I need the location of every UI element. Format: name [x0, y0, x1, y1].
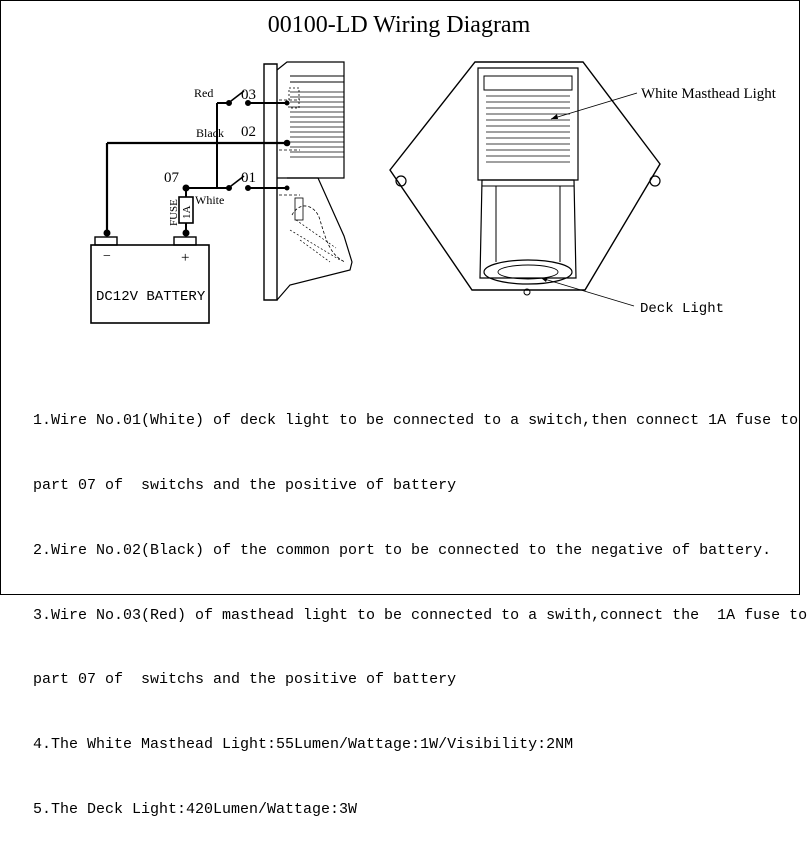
terminal-03: [284, 100, 290, 106]
diagram-page: [0, 0, 800, 595]
switch-03-blade: [230, 90, 245, 102]
fuse-rating-label: 1A: [181, 206, 193, 220]
wiring-diagram: Red 03 Black 02 07 01 White FUSE 1A − + …: [90, 61, 777, 324]
wire-01-label: 01: [241, 170, 256, 186]
switch-terminal-01a: [226, 185, 232, 191]
masthead-front-ribs: [486, 95, 570, 163]
wiring-schematic: Red 03 Black 02 07 01 White FUSE 1A − + …: [90, 86, 285, 324]
deck-light-lens-inner: [497, 264, 559, 280]
masthead-cap-front: [483, 75, 573, 91]
deck-light-lamp-hidden: [291, 205, 346, 263]
wire-07-label: 07: [164, 170, 180, 186]
deck-arrow: [541, 277, 548, 282]
diagram-title: 00100-LD Wiring Diagram: [267, 12, 531, 38]
wire-03-label: 03: [241, 87, 256, 103]
wire-02-label: 02: [241, 124, 256, 140]
mount-plate: [263, 63, 278, 301]
front-mount-plate: [389, 61, 661, 291]
switch-01-blade: [230, 175, 245, 187]
battery-negative-sign: −: [103, 249, 111, 264]
mount-hole-right: [649, 175, 661, 187]
battery-negative-terminal: [94, 236, 118, 246]
masthead-bulb-hidden: [288, 87, 300, 109]
deck-leader-line: [540, 277, 635, 307]
masthead-lens-ribs: [290, 91, 344, 158]
switch-terminal-01b: [245, 185, 251, 191]
deck-light-housing-side: [276, 177, 353, 301]
note-line: 1.Wire No.01(White) of deck light to be …: [33, 412, 799, 430]
switch-terminal-03a: [226, 100, 232, 106]
fuse-label: FUSE: [168, 199, 180, 226]
mount-hole-left: [395, 175, 407, 187]
terminal-02: [283, 139, 291, 147]
masthead-housing-front: [477, 67, 579, 181]
light-front-view: White Masthead Light Deck Light: [389, 61, 777, 317]
note-line: 3.Wire No.03(Red) of masthead light to b…: [33, 606, 807, 624]
masthead-arrow: [551, 114, 558, 119]
screw-bottom: [523, 288, 531, 296]
notes-list: 1.Wire No.01(White) of deck light to be …: [33, 367, 807, 842]
black-label: Black: [196, 126, 224, 140]
masthead-leader-line: [550, 92, 638, 120]
deck-light-hidden-lines: [289, 219, 341, 263]
deck-light-callout: Deck Light: [640, 301, 724, 317]
note-line: 4.The White Masthead Light:55Lumen/Watta…: [33, 736, 574, 754]
light-side-view: [263, 61, 353, 301]
white-label: White: [195, 193, 224, 207]
terminal-01: [284, 185, 290, 191]
battery-body: [90, 244, 210, 324]
battery-positive-terminal: [173, 236, 197, 246]
deck-light-housing-front: [479, 179, 577, 279]
battery-label: DC12V BATTERY: [96, 289, 206, 305]
deck-light-socket: [294, 197, 304, 221]
note-line: 2.Wire No.02(Black) of the common port t…: [33, 541, 772, 559]
masthead-housing-side: [276, 61, 345, 179]
note-line: part 07 of switchs and the positive of b…: [33, 671, 457, 689]
battery-positive-post: [182, 229, 190, 237]
deck-light-lens: [483, 259, 573, 285]
masthead-light-callout: White Masthead Light: [641, 86, 777, 102]
note-line: part 07 of switchs and the positive of b…: [33, 476, 457, 494]
red-label: Red: [194, 86, 213, 100]
battery-negative-post: [103, 229, 111, 237]
note-line: 5.The Deck Light:420Lumen/Wattage:3W: [33, 800, 358, 818]
battery-positive-sign: +: [181, 250, 189, 266]
